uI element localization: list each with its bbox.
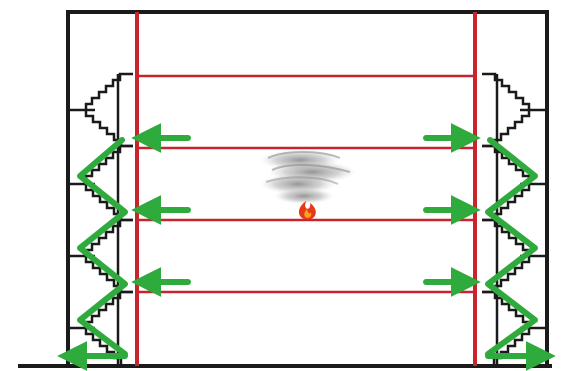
ground-line [18, 364, 552, 368]
staircase-icon [86, 110, 133, 146]
left-stair-shaft [68, 74, 133, 366]
right-stair-shaft [482, 74, 547, 366]
staircase-icon [86, 74, 133, 110]
smoke-cloud-icon [260, 150, 356, 204]
right-evacuation-zigzag [488, 140, 535, 354]
staircase-icon [482, 74, 529, 110]
